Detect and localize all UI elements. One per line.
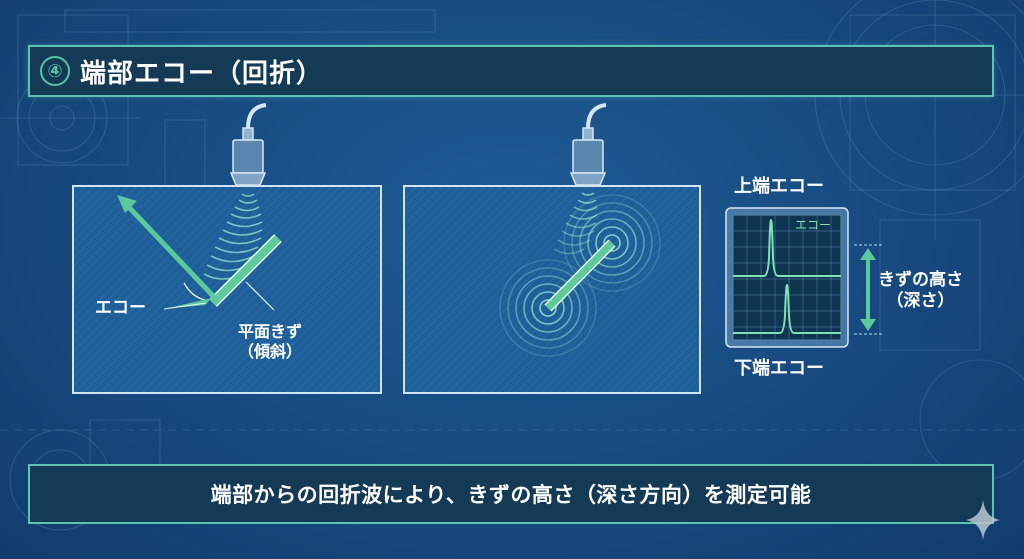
flaw-height-label-line2: （深さ） <box>886 291 955 312</box>
title-bar: ④ 端部エコー（回折） <box>28 45 994 97</box>
summary-bar: 端部からの回折波により、きずの高さ（深さ方向）を測定可能 <box>28 464 994 524</box>
summary-text: 端部からの回折波により、きずの高さ（深さ方向）を測定可能 <box>210 483 812 507</box>
upper-tip-diffraction-rings <box>563 194 661 292</box>
flaw-label-line1: 平面きず <box>238 322 303 341</box>
ultrasonic-probe-icon <box>569 103 607 186</box>
planar-flaw-right <box>544 239 616 312</box>
page-title: 端部エコー（回折） <box>80 58 324 89</box>
flaw-label: 平面きず （傾斜） <box>238 322 302 362</box>
ultrasonic-probe-icon <box>229 103 267 186</box>
flaw-label-line2: （傾斜） <box>238 342 303 361</box>
sparkle-icon <box>966 500 1000 540</box>
flaw-height-label-line1: きずの高さ <box>878 270 963 290</box>
echo-arrow <box>117 195 275 311</box>
flaw-height-arrow <box>854 244 884 335</box>
screen-echo-label: エコー <box>795 218 832 232</box>
top-edge-echo-label: 上端エコー <box>734 176 824 197</box>
planar-flaw-left <box>209 234 282 307</box>
echo-label: エコー <box>95 298 146 318</box>
bottom-edge-echo-label: 下端エコー <box>734 358 824 379</box>
step-number-badge: ④ <box>40 56 70 86</box>
right-specimen-block <box>403 185 701 394</box>
oscilloscope-screen <box>725 207 849 348</box>
lower-tip-diffraction-rings <box>499 259 597 357</box>
flaw-height-label: きずの高さ （深さ） <box>878 270 963 313</box>
